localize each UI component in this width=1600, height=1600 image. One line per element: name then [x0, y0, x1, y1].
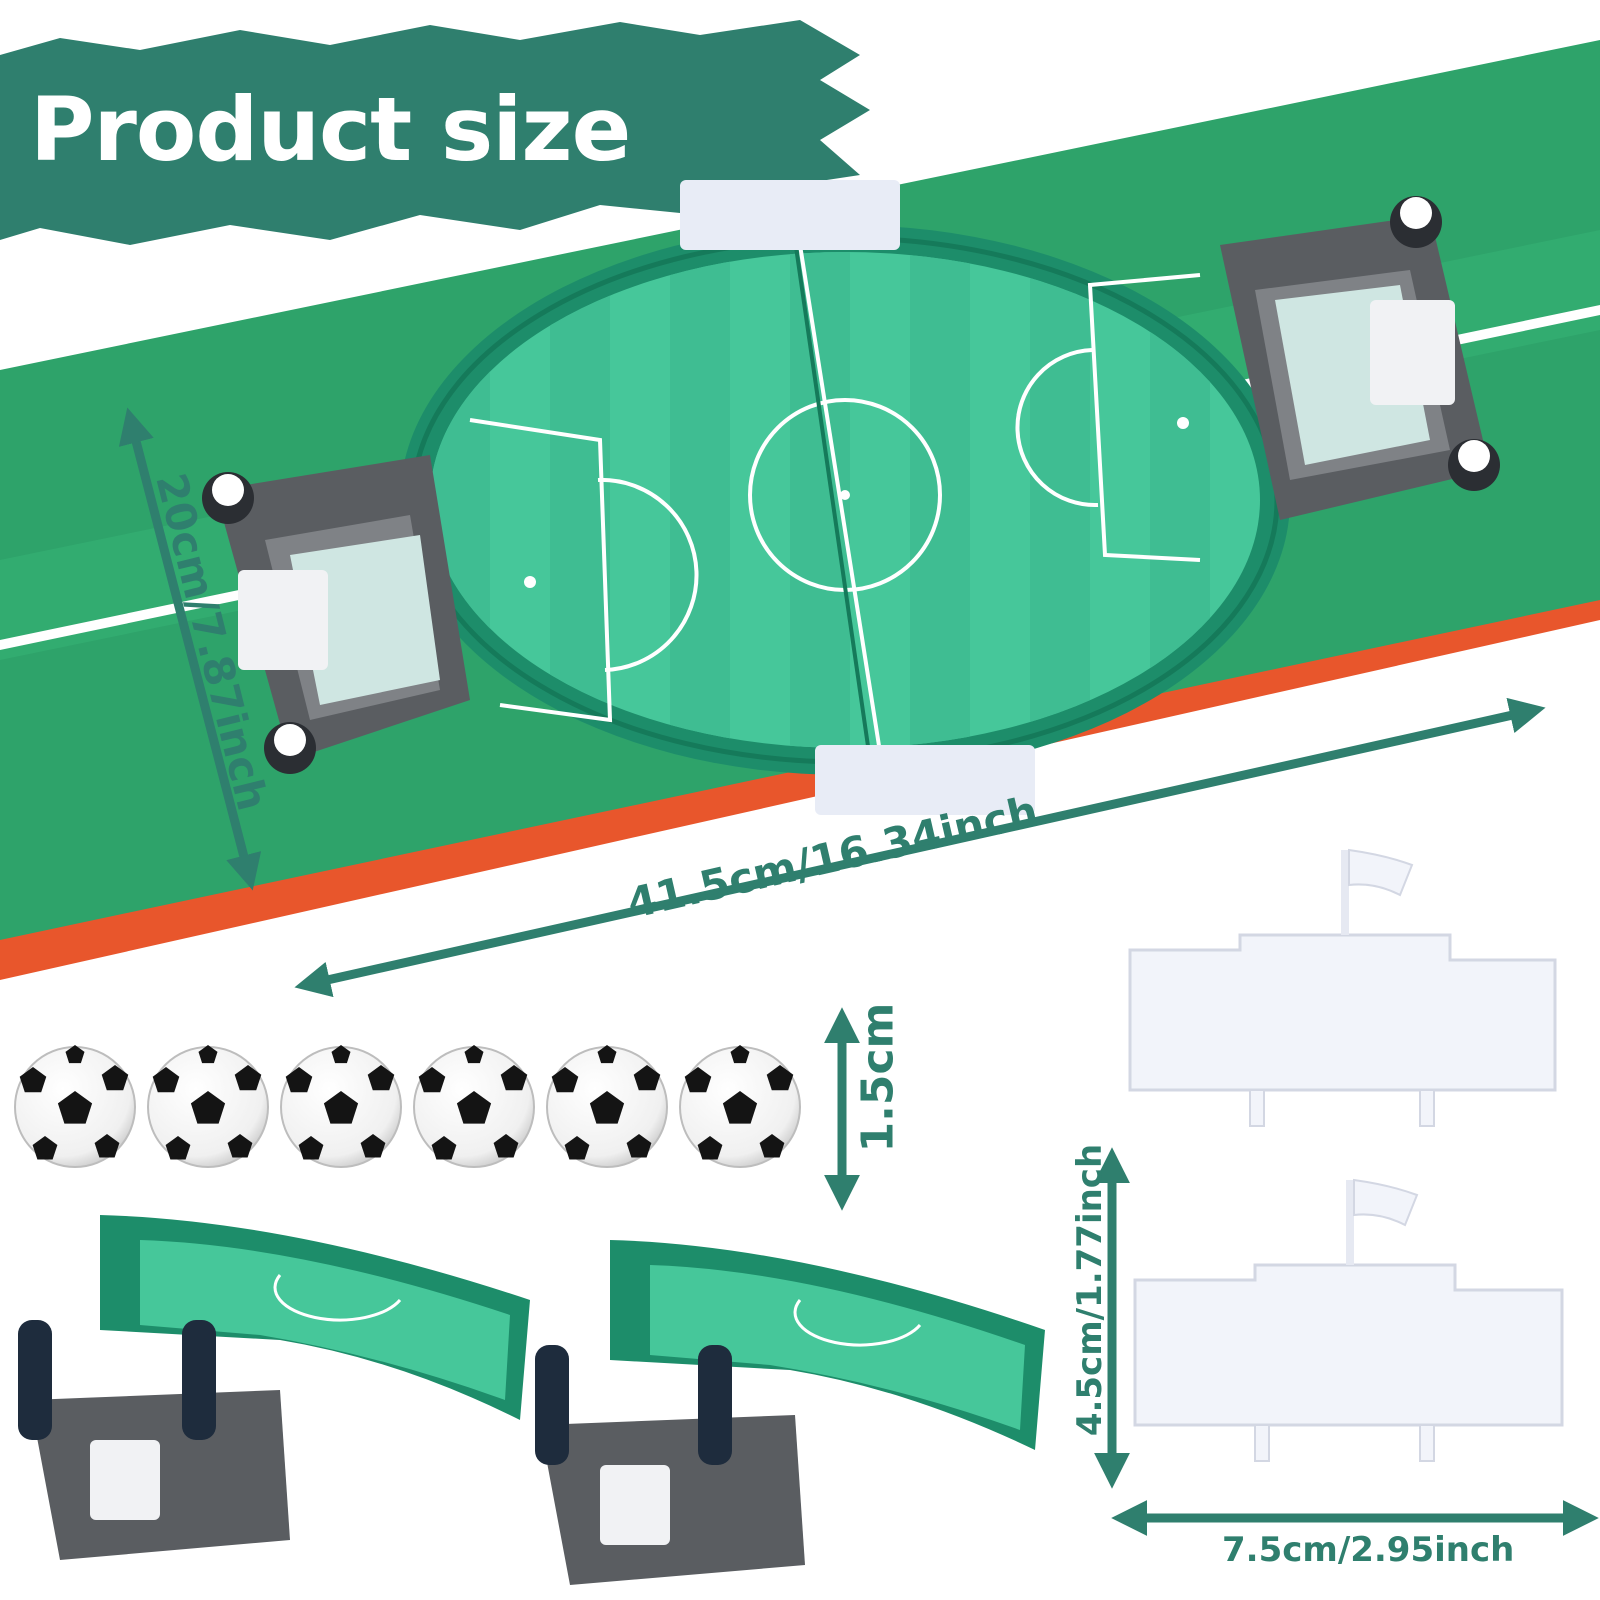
football-ball	[14, 1045, 136, 1168]
height-arrow	[118, 407, 262, 891]
half-field-piece	[18, 1215, 530, 1560]
length-arrow	[294, 697, 1546, 998]
football-ball	[413, 1045, 535, 1168]
ball-size-label: 1.5cm	[852, 1002, 904, 1153]
edge-piece	[1128, 848, 1557, 1127]
football-ball	[679, 1045, 801, 1168]
right-goal	[1220, 196, 1500, 520]
page-title: Product size	[30, 78, 631, 181]
football-ball	[546, 1045, 668, 1168]
half-field-piece	[535, 1240, 1045, 1585]
football-ball	[147, 1045, 269, 1168]
edge-height-label: 4.5cm/1.77inch	[1070, 1143, 1110, 1437]
football-ball	[280, 1045, 402, 1168]
edge-piece	[1133, 1178, 1564, 1462]
football-balls	[14, 1045, 801, 1168]
title-brush-stroke	[0, 20, 870, 245]
edge-width-label: 7.5cm/2.95inch	[1222, 1530, 1515, 1570]
